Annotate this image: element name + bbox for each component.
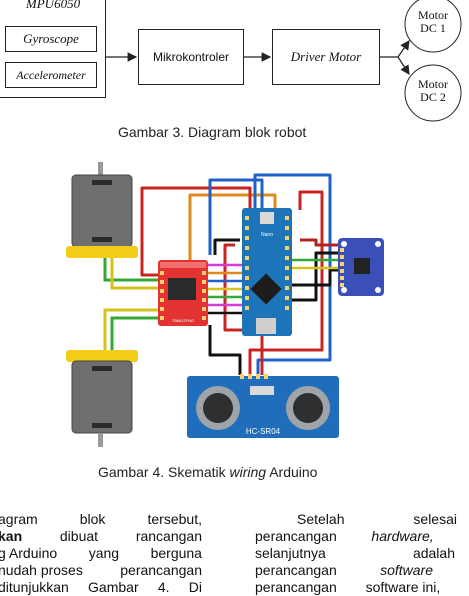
motor2-label: Motor DC 2 — [405, 78, 461, 104]
wiring-schematic: TB6612FNG Nano — [66, 162, 384, 447]
motor2-label-line2: DC 2 — [420, 90, 446, 104]
dc-motor-top — [66, 162, 138, 258]
arrow-to-motor2 — [397, 56, 410, 76]
gyroscope-block: Gyroscope — [5, 26, 97, 52]
wire-black-2 — [290, 268, 340, 287]
arrow-to-motor1 — [397, 40, 410, 58]
motor1-circle — [404, 0, 462, 53]
controller-block: Mikrokontroler — [138, 29, 244, 85]
arduino-nano-board — [242, 208, 292, 336]
accelerometer-block: Accelerometer — [5, 62, 97, 88]
motor2-label-line1: Motor — [418, 77, 448, 91]
dc-motor-bottom — [66, 350, 138, 447]
motor2-circle — [404, 64, 462, 122]
figure4-caption-prefix: Gambar 4. Skematik — [98, 464, 230, 480]
wire-black-bottom — [208, 325, 242, 375]
wire-darkred-mid — [300, 238, 340, 247]
figure4-caption: Gambar 4. Skematik wiring Arduino — [98, 464, 317, 480]
wire-red-right — [248, 190, 324, 375]
ultrasonic-sensor — [187, 374, 339, 438]
wire-blue-top — [208, 178, 264, 255]
wire-red-vin — [223, 243, 264, 375]
sensor-title: MPU6050 — [25, 0, 81, 11]
block-diagram-arrows — [106, 0, 462, 122]
wire-red-top — [140, 186, 252, 277]
ultrasonic-label: HC-SR04 — [246, 427, 281, 436]
motor-driver-board — [158, 260, 208, 326]
figure3-caption: Gambar 3. Diagram blok robot — [118, 124, 307, 140]
wire-black-1 — [290, 251, 340, 302]
driver-motor-block: Driver Motor — [272, 29, 380, 85]
motor1-label-line2: DC 1 — [420, 21, 446, 35]
mpu6050-module — [338, 238, 384, 296]
motor1-label: Motor DC 1 — [405, 9, 461, 35]
figure4-caption-italic: wiring — [229, 464, 267, 480]
driver-board-label: TB6612FNG — [172, 318, 194, 323]
wire-black-driver — [213, 238, 240, 255]
nano-board-label: Nano — [261, 232, 273, 238]
motor1-label-line1: Motor — [418, 8, 448, 22]
figure4-caption-suffix: Arduino — [266, 464, 318, 480]
